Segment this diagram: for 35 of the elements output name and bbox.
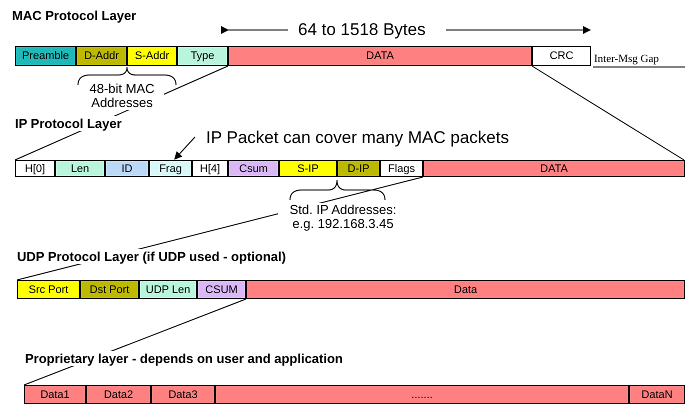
layer-heading: MAC Protocol Layer	[12, 8, 136, 23]
layer-heading: Proprietary layer - depends on user and application	[25, 351, 343, 366]
packet-field: ID	[105, 160, 149, 177]
packet-field: DATA	[228, 46, 532, 66]
packet-field: Len	[55, 160, 105, 177]
packet-field: Dst Port	[80, 280, 139, 299]
packet-field: CRC	[532, 46, 591, 66]
packet-field: Data1	[24, 385, 86, 404]
packet-field: Frag	[149, 160, 192, 177]
dimension-label: 64 to 1518 Bytes	[298, 20, 426, 40]
packet-field: Flags	[380, 160, 423, 177]
packet-field: Data	[246, 280, 685, 299]
packet-field: S-IP	[279, 160, 337, 177]
callout-text: IP Packet can cover many MAC packets	[206, 128, 509, 148]
packet-field: S-Addr	[127, 46, 177, 66]
packet-field: Data3	[151, 385, 215, 404]
packet-field: Src Port	[17, 280, 80, 299]
packet-field: H[0]	[15, 160, 55, 177]
packet-field: Csum	[228, 160, 279, 177]
packet-field: DataN	[629, 385, 685, 404]
gap-label: Inter-Msg Gap	[594, 53, 659, 65]
packet-field: Data2	[86, 385, 151, 404]
packet-field: UDP Len	[139, 280, 197, 299]
packet-field: CSUM	[197, 280, 246, 299]
packet-field: .......	[215, 385, 629, 404]
arrow	[174, 136, 196, 160]
layer-heading: IP Protocol Layer	[15, 116, 122, 131]
connector-line	[532, 66, 684, 160]
packet-field: H[4]	[192, 160, 228, 177]
layer-heading: UDP Protocol Layer (if UDP used - optional)	[17, 249, 286, 264]
packet-field: DATA	[423, 160, 685, 177]
packet-field: D-Addr	[76, 46, 127, 66]
packet-field: Preamble	[15, 46, 76, 66]
packet-field: D-IP	[337, 160, 380, 177]
packet-field: Type	[177, 46, 228, 66]
